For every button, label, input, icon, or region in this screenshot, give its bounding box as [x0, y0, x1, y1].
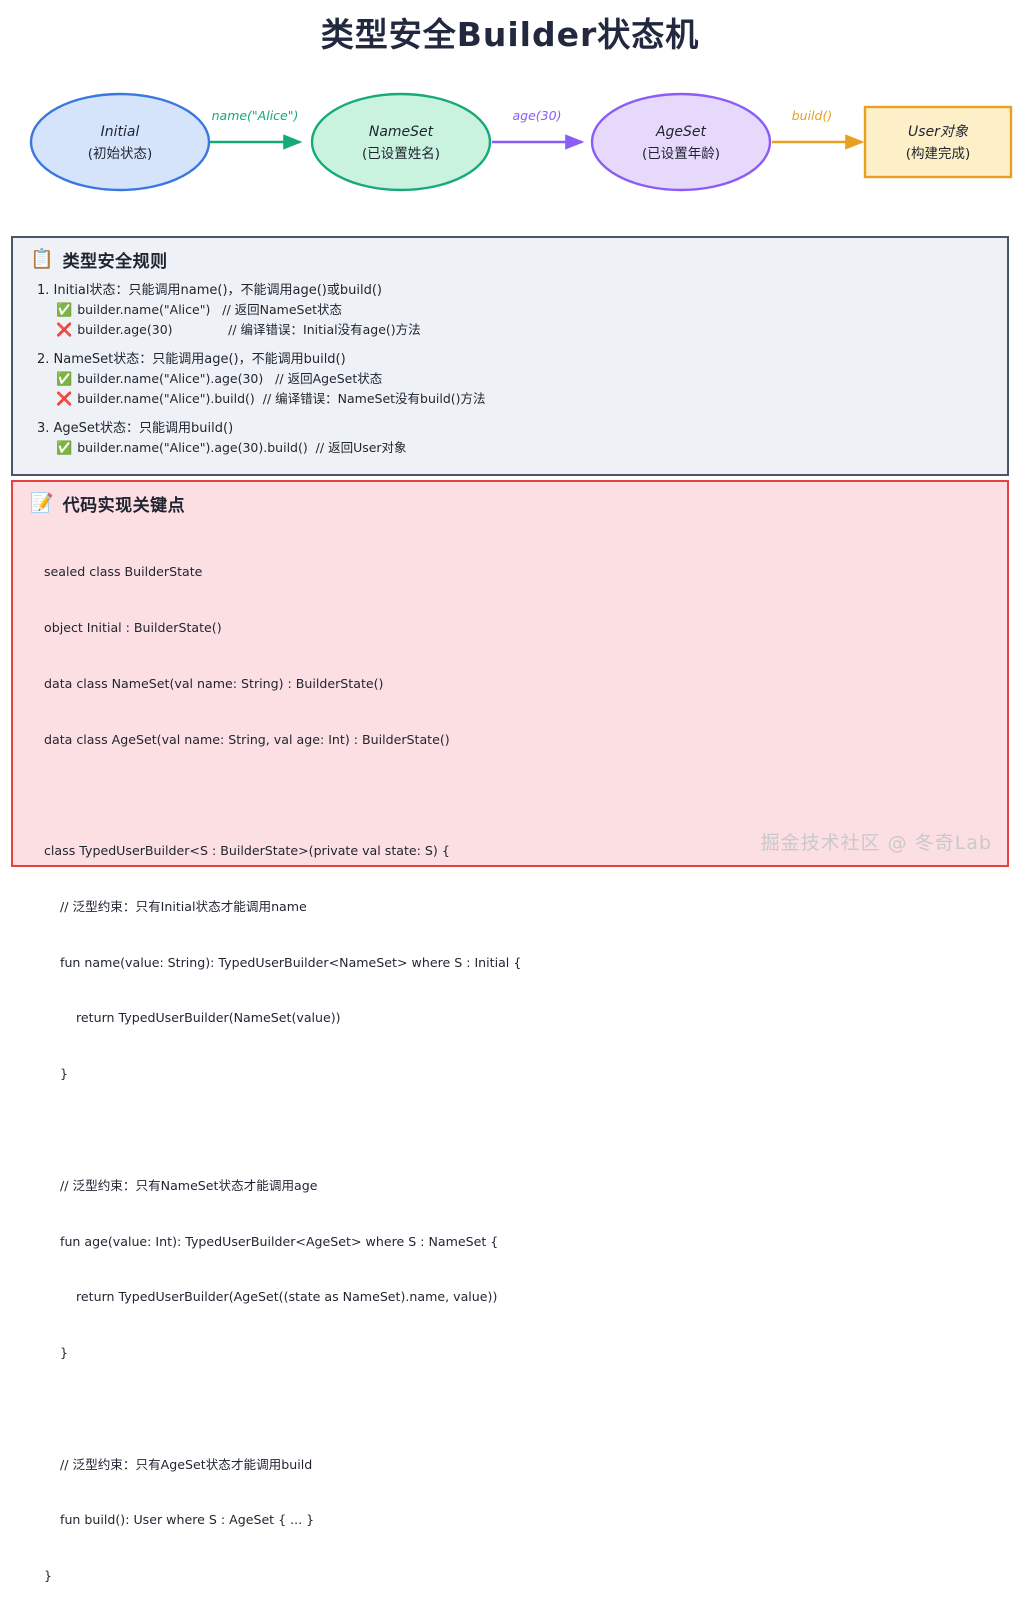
rules-panel-header: 📋 类型安全规则: [13, 238, 1007, 273]
page-title: 类型安全Builder状态机: [320, 15, 700, 54]
cross-mark-icon: ❌: [56, 323, 73, 338]
code-line: // 泛型约束：只有Initial状态才能调用name: [44, 898, 307, 914]
edge-age-label: age(30): [513, 108, 562, 123]
code-line: sealed class BuilderState: [44, 564, 203, 580]
memo-icon: 📝: [30, 492, 54, 514]
check-mark-icon: ✅: [56, 303, 73, 318]
state-machine-diagram: name("Alice") age(30) build() Initial (初…: [0, 82, 1020, 202]
code-line: }: [44, 1568, 53, 1584]
node-initial-name: Initial: [101, 124, 140, 140]
code-line: [44, 1121, 1007, 1140]
node-nameset-name: NameSet: [369, 124, 434, 140]
node-ageset-sub: (已设置年龄): [642, 146, 720, 162]
node-user-sub: (构建完成): [906, 146, 971, 162]
edge-name: name("Alice"): [210, 108, 303, 150]
rule-line: ❌ builder.age(30) // 编译错误：Initial没有age()…: [37, 320, 1007, 340]
code-line: object Initial : BuilderState(): [44, 619, 222, 635]
rule-group: 3. AgeSet状态：只能调用build() ✅ builder.name("…: [37, 420, 1007, 458]
node-ageset-name: AgeSet: [655, 124, 707, 140]
rule-line: ✅ builder.name("Alice").age(30) // 返回Age…: [37, 369, 1007, 389]
code-panel-header: 📝 代码实现关键点: [13, 482, 1007, 517]
code-block: sealed class BuilderState object Initial…: [13, 516, 1007, 1623]
node-user-name: User对象: [908, 124, 969, 140]
type-safety-rules-panel: 📋 类型安全规则 1. Initial状态：只能调用name()，不能调用age…: [11, 236, 1009, 476]
cross-mark-icon: ❌: [56, 392, 73, 407]
code-line: return TypedUserBuilder(AgeSet((state as…: [44, 1289, 498, 1305]
rule-group: 2. NameSet状态：只能调用age()，不能调用build() ✅ bui…: [37, 351, 1007, 409]
code-line: [44, 786, 1007, 805]
code-line: class TypedUserBuilder<S : BuilderState>…: [44, 843, 450, 859]
code-line: fun build(): User where S : AgeSet { ...…: [44, 1512, 315, 1528]
code-line: // 泛型约束：只有NameSet状态才能调用age: [44, 1177, 318, 1193]
rule-code: builder.name("Alice").build() // 编译错误：Na…: [77, 391, 486, 406]
rule-code: builder.age(30) // 编译错误：Initial没有age()方法: [77, 322, 421, 337]
code-panel-title: 代码实现关键点: [62, 496, 186, 516]
rule-code: builder.name("Alice") // 返回NameSet状态: [77, 302, 343, 317]
code-line: // 泛型约束：只有AgeSet状态才能调用build: [44, 1456, 313, 1472]
rule-group: 1. Initial状态：只能调用name()，不能调用age()或build(…: [37, 282, 1007, 340]
rule-line: ✅ builder.name("Alice").age(30).build() …: [37, 438, 1007, 458]
rule-line: ✅ builder.name("Alice") // 返回NameSet状态: [37, 300, 1007, 320]
rules-list: 1. Initial状态：只能调用name()，不能调用age()或build(…: [13, 272, 1007, 458]
code-line: }: [44, 1345, 69, 1361]
code-line: return TypedUserBuilder(NameSet(value)): [44, 1010, 341, 1026]
rules-panel-title: 类型安全规则: [62, 252, 168, 272]
code-line: fun name(value: String): TypedUserBuilde…: [44, 954, 522, 970]
node-ageset[interactable]: AgeSet (已设置年龄): [590, 92, 772, 192]
node-initial[interactable]: Initial (初始状态): [29, 92, 211, 192]
watermark: 掘金技术社区 @ 冬奇Lab: [760, 832, 992, 854]
node-nameset-sub: (已设置姓名): [362, 146, 440, 162]
code-line: }: [44, 1066, 69, 1082]
rule-line: ❌ builder.name("Alice").build() // 编译错误：…: [37, 389, 1007, 409]
check-mark-icon: ✅: [56, 441, 73, 456]
edge-name-label: name("Alice"): [212, 108, 299, 123]
code-line: fun age(value: Int): TypedUserBuilder<Ag…: [44, 1233, 499, 1249]
code-implementation-panel: 📝 代码实现关键点 sealed class BuilderState obje…: [11, 480, 1009, 1583]
check-mark-icon: ✅: [56, 372, 73, 387]
code-line: [44, 1400, 1007, 1419]
clipboard-icon: 📋: [30, 248, 54, 270]
rule-code: builder.name("Alice").age(30) // 返回AgeSe…: [77, 371, 383, 386]
edge-build: build(): [772, 108, 865, 150]
rule-code: builder.name("Alice").age(30).build() //…: [77, 440, 407, 455]
edge-build-label: build(): [792, 108, 833, 123]
code-line: data class NameSet(val name: String) : B…: [44, 675, 384, 691]
node-initial-sub: (初始状态): [88, 145, 153, 162]
rule-heading: 2. NameSet状态：只能调用age()，不能调用build(): [37, 352, 346, 367]
edge-age: age(30): [492, 108, 585, 150]
node-user[interactable]: User对象 (构建完成): [863, 105, 1013, 179]
rule-heading: 3. AgeSet状态：只能调用build(): [37, 421, 234, 436]
code-line: data class AgeSet(val name: String, val …: [44, 731, 450, 747]
rule-heading: 1. Initial状态：只能调用name()，不能调用age()或build(…: [37, 283, 382, 298]
node-nameset[interactable]: NameSet (已设置姓名): [310, 92, 492, 192]
